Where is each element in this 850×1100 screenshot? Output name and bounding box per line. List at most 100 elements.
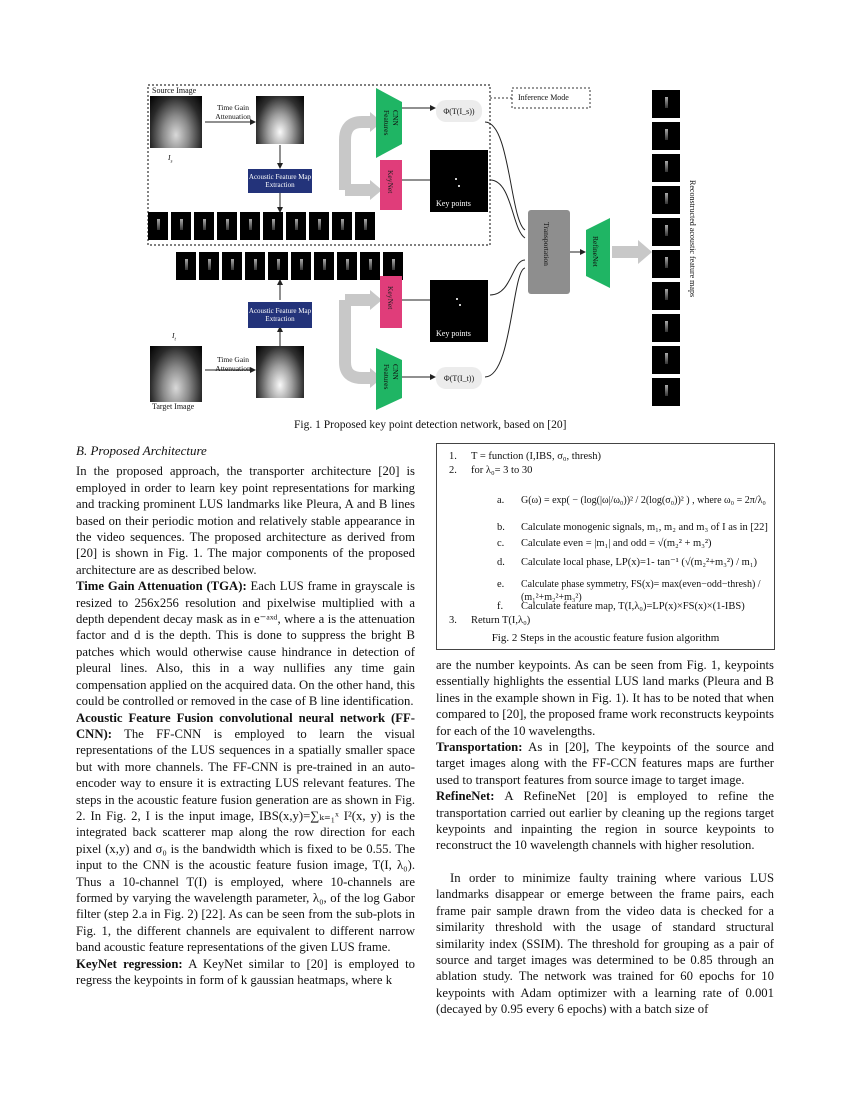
tga-image-top [256, 96, 304, 144]
channel-thumbnail [360, 252, 380, 280]
paragraph-keynet: KeyNet regression: A KeyNet similar to [… [76, 956, 415, 989]
channel-thumbnail [652, 314, 680, 342]
channel-thumbnail [245, 252, 265, 280]
channel-thumbnail [314, 252, 334, 280]
paragraph-refinenet: RefineNet: A RefineNet [20] is employed … [436, 788, 774, 854]
channel-thumbnail [222, 252, 242, 280]
ffcnn-heading: Acoustic Feature Fusion convolutional ne… [76, 710, 415, 741]
channel-thumbnail [148, 212, 168, 240]
cnn-features-label-top: CNN Features [382, 110, 400, 136]
channel-thumbnail [217, 212, 237, 240]
step-a-text: G(ω) = exp( − (log(|ω|/ω₀))² / 2(log(σ₀)… [521, 495, 766, 506]
paragraph-ffcnn: Acoustic Feature Fusion convolutional ne… [76, 710, 415, 956]
channel-thumbnail [652, 378, 680, 406]
channel-thumbnail [309, 212, 329, 240]
keypoints-panel-top: Key points [430, 150, 488, 212]
keynet-label-bottom: KeyNet [386, 286, 395, 310]
step-f-text: Calculate feature map, T(I,λ₀)=LP(x)×FS(… [521, 601, 745, 612]
keynet-label-top: KeyNet [386, 170, 395, 194]
figure-2-algorithm: 1. T = function (I,IBS, σ₀, thresh) 2. f… [436, 443, 775, 650]
step-d-label: d. [497, 557, 505, 568]
step-b-label: b. [497, 522, 505, 533]
figure-1-caption: Fig. 1 Proposed key point detection netw… [294, 419, 567, 431]
channel-thumbnail [286, 212, 306, 240]
keypoints-label-bottom: Key points [436, 329, 471, 338]
step3-number: 3. [449, 615, 457, 626]
channel-thumbnail [652, 154, 680, 182]
phi-bottom: Φ(T(I_t)) [436, 367, 482, 389]
step-e-text: Calculate phase symmetry, FS(x)= max(eve… [521, 579, 761, 603]
channel-thumbnail [171, 212, 191, 240]
keynet-body: A KeyNet similar to [20] is employed to … [76, 956, 415, 987]
keypoints-label-top: Key points [436, 199, 471, 208]
channel-thumbnail [332, 212, 352, 240]
step-c-text: Calculate even = |m₁| and odd = √(m₂² + … [521, 538, 712, 549]
channel-thumbnail [240, 212, 260, 240]
channel-thumbnail [652, 282, 680, 310]
left-column: B. Proposed Architecture In the proposed… [76, 443, 415, 988]
ffcnn-body: The FF-CNN is employed to learn the visu… [76, 726, 415, 955]
channel-thumbnail [652, 90, 680, 118]
right-column: are the number keypoints. As can be seen… [436, 657, 774, 1018]
cnn-features-shape-bottom [376, 348, 402, 410]
transportation-box: Transportation [528, 210, 570, 294]
channel-thumbnail [355, 212, 375, 240]
channel-thumbnail [263, 212, 283, 240]
figure-1-graphics [147, 84, 652, 410]
channel-thumbnail [652, 346, 680, 374]
step-e-label: e. [497, 579, 505, 590]
refinenet-shape [586, 218, 610, 288]
channel-thumbnail [337, 252, 357, 280]
source-image-label: Source Image [152, 86, 197, 95]
paragraph-keypoints-cont: are the number keypoints. As can be seen… [436, 658, 774, 738]
channel-thumbnail [199, 252, 219, 280]
keypoints-panel-bottom: Key points [430, 280, 488, 342]
source-symbol: Is [168, 153, 173, 165]
section-heading: B. Proposed Architecture [76, 443, 207, 458]
tga-label-bottom: Time Gain Attenuation [215, 355, 251, 373]
step2-text: for λ₀= 3 to 30 [471, 465, 533, 476]
tga-body: Each LUS frame in grayscale is resized t… [76, 579, 415, 709]
channel-thumbnail [652, 250, 680, 278]
refinenet-heading: RefineNet: [436, 789, 495, 804]
inference-mode-label: Inference Mode [518, 93, 569, 102]
keynet-box-bottom: KeyNet [380, 276, 402, 328]
step3-text: Return T(I,λ₀) [471, 615, 531, 626]
source-ultrasound-image [150, 96, 202, 148]
afme-box-bottom: Acoustic Feature Map Extraction [248, 302, 312, 328]
channel-thumbnail [268, 252, 288, 280]
paragraph-intro: In the proposed approach, the transporte… [76, 464, 415, 577]
afme-box-top: Acoustic Feature Map Extraction [248, 169, 312, 193]
cnn-features-label-bottom: CNN Features [382, 364, 400, 390]
step2-number: 2. [449, 465, 457, 476]
target-symbol: It [172, 331, 176, 343]
step-a-label: a. [497, 495, 505, 506]
tga-heading: Time Gain Attenuation (TGA): [76, 579, 247, 594]
reconstructed-label: Reconstructed acoustic feature maps [688, 180, 697, 298]
channel-thumbnail [652, 186, 680, 214]
paragraph-training: In order to minimize faulty training whe… [436, 870, 774, 1017]
step-b-text: Calculate monogenic signals, m₁, m₂ and … [521, 522, 768, 533]
target-image-label: Target Image [152, 402, 195, 411]
cnn-features-shape-top [376, 88, 402, 158]
figure-2-caption: Fig. 2 Steps in the acoustic feature fus… [491, 632, 720, 644]
refinenet-body: A RefineNet [20] is employed to refine t… [436, 789, 774, 853]
channel-thumbnail [652, 218, 680, 246]
tga-label-top: Time Gain Attenuation [215, 103, 251, 121]
transportation-heading: Transportation: [436, 740, 523, 755]
refinenet-label: RefineNet [591, 236, 600, 267]
step-c-label: c. [497, 538, 505, 549]
tga-image-bottom [256, 346, 304, 398]
transportation-body: As in [20], The keypoints of the source … [436, 740, 774, 787]
keynet-heading: KeyNet regression: [76, 956, 183, 971]
channel-thumbnail [176, 252, 196, 280]
phi-top: Φ(T(I_s)) [436, 100, 482, 122]
transportation-label: Transportation [542, 222, 551, 266]
step-d-text: Calculate local phase, LP(x)=1- tan⁻¹ (√… [521, 557, 758, 568]
target-ultrasound-image [150, 346, 202, 402]
keynet-box-top: KeyNet [380, 160, 402, 210]
paragraph-transportation: Transportation: As in [20], The keypoint… [436, 739, 774, 788]
channel-thumbnail [291, 252, 311, 280]
channel-thumbnail [194, 212, 214, 240]
figure-1: Source Image Is Time Gain Attenuation Ac… [140, 80, 700, 411]
